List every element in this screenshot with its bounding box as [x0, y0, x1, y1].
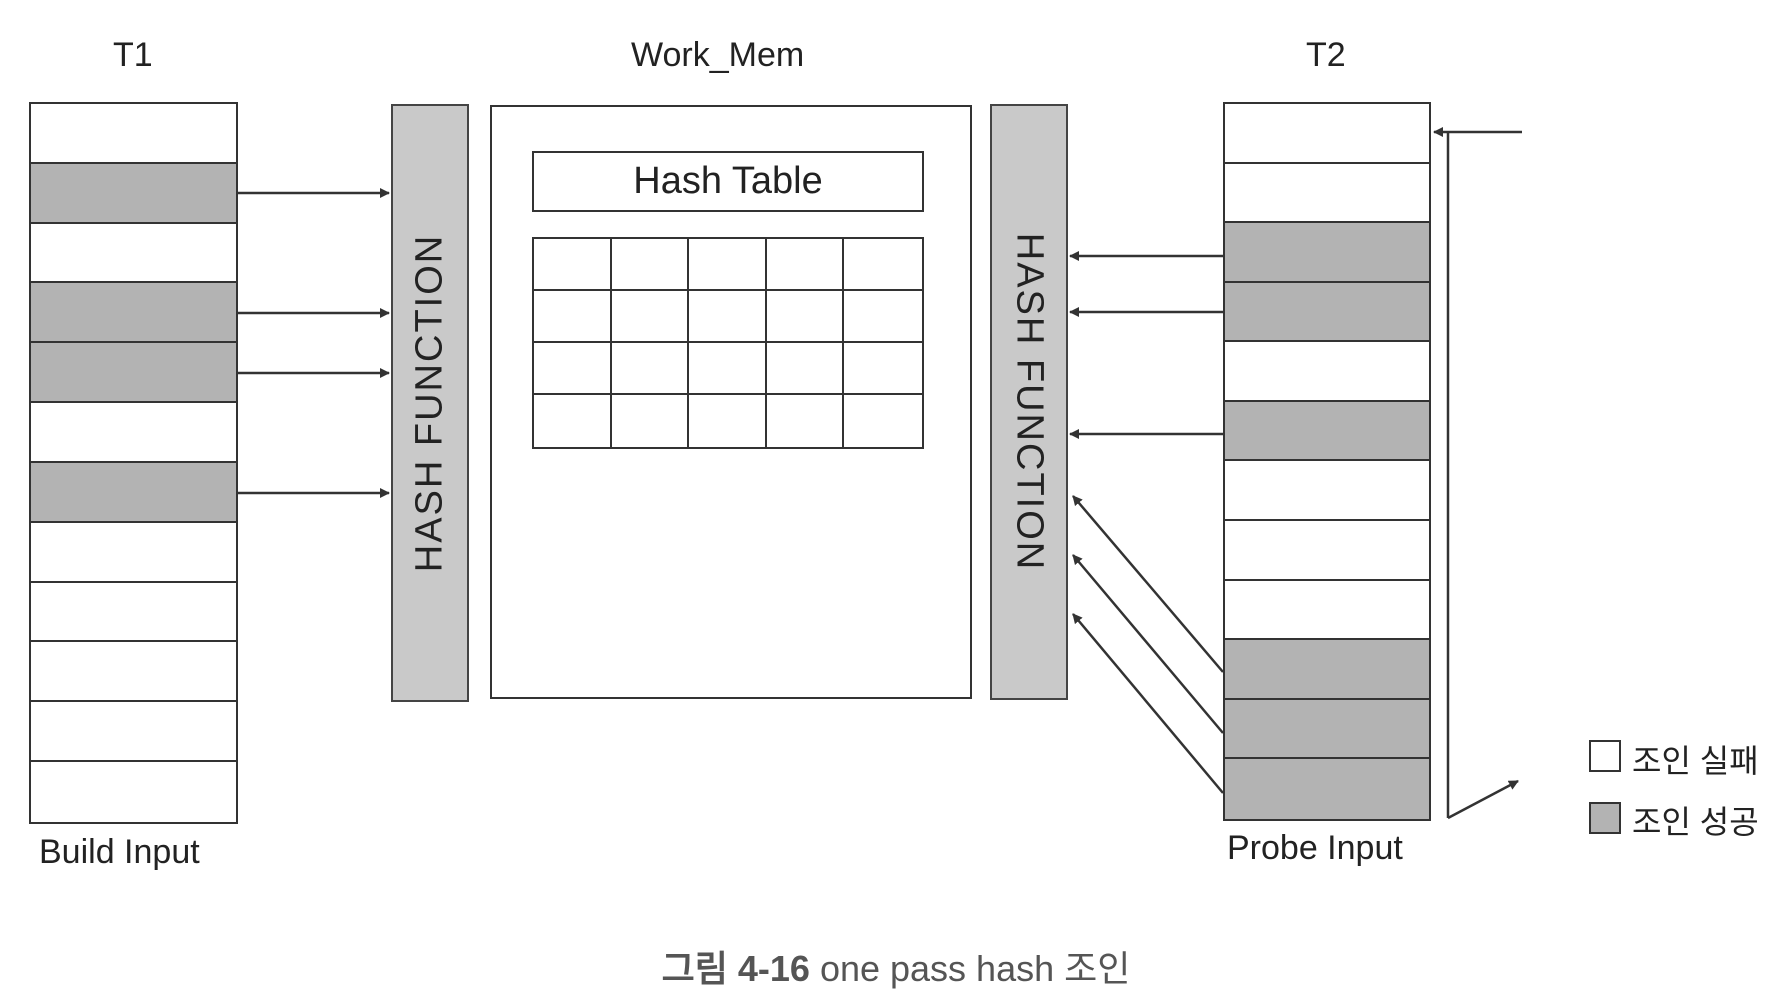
- hash-bucket-cell: [612, 395, 690, 447]
- t1-row-unjoined: [31, 702, 236, 763]
- build-input-label: Build Input: [39, 833, 200, 871]
- hash-bucket-cell: [766, 291, 845, 343]
- t2-title: T2: [1306, 36, 1346, 74]
- probe-arrow-5: [1072, 554, 1224, 734]
- t2-row-joined: [1225, 699, 1429, 760]
- hash-bucket-cell: [844, 239, 922, 291]
- t1-row-unjoined: [31, 523, 236, 583]
- t2-row-joined: [1225, 640, 1429, 700]
- hash-bucket-cell: [611, 291, 690, 343]
- legend-success-label: 조인 성공: [1632, 804, 1759, 840]
- t2-row-unjoined: [1225, 461, 1429, 522]
- hash-function-left: HASH FUNCTION: [391, 104, 469, 702]
- t1-row-joined: [31, 343, 236, 404]
- t2-row-unjoined: [1225, 342, 1429, 402]
- hash-bucket-cell: [766, 343, 845, 395]
- hash-bucket-cell: [689, 239, 767, 291]
- t2-probe-table: [1223, 102, 1431, 821]
- hash-bucket-cell: [766, 239, 845, 291]
- probe-arrow-6: [1072, 613, 1224, 794]
- t1-build-table: [29, 102, 238, 824]
- t1-row-unjoined: [31, 104, 236, 164]
- legend-success-swatch: [1589, 802, 1621, 834]
- probe-input-label: Probe Input: [1227, 829, 1403, 867]
- legend-fail-label: 조인 실패: [1632, 743, 1759, 779]
- hash-bucket-cell: [844, 343, 922, 395]
- t2-row-unjoined: [1225, 521, 1429, 581]
- hash-bucket-cell: [611, 343, 690, 395]
- t1-row-unjoined: [31, 642, 236, 703]
- caption-figure-number: 그림 4-16: [661, 948, 810, 989]
- t2-row-joined: [1225, 282, 1429, 343]
- t1-row-unjoined: [31, 224, 236, 284]
- t1-row-unjoined: [31, 583, 236, 643]
- t2-row-unjoined: [1225, 581, 1429, 641]
- work-mem-box: [490, 105, 972, 699]
- work-mem-title: Work_Mem: [631, 36, 805, 74]
- caption-text: one pass hash 조인: [809, 948, 1131, 989]
- hash-bucket-cell: [689, 291, 767, 343]
- legend-fail-swatch: [1589, 740, 1621, 772]
- t1-row-unjoined: [31, 403, 236, 463]
- hash-bucket-cell: [689, 395, 767, 447]
- hash-table-title: Hash Table: [532, 151, 924, 212]
- figure-caption: 그림 4-16 one pass hash 조인: [0, 940, 1792, 992]
- t2-row-unjoined: [1225, 164, 1429, 224]
- t1-title: T1: [113, 36, 153, 74]
- hash-bucket-cell: [767, 395, 845, 447]
- t1-row-joined: [31, 462, 236, 523]
- hash-bucket-cell: [534, 239, 612, 291]
- t2-row-joined: [1225, 401, 1429, 462]
- t2-row-unjoined: [1225, 104, 1429, 164]
- t2-row-joined: [1225, 759, 1429, 819]
- t1-row-joined: [31, 283, 236, 344]
- hash-bucket-cell: [844, 291, 922, 343]
- hash-bucket-cell: [534, 395, 612, 447]
- t2-row-joined: [1225, 223, 1429, 283]
- hash-bucket-cell: [611, 239, 690, 291]
- probe-loop-arrow: [1447, 779, 1519, 820]
- hash-table-grid: [532, 237, 924, 449]
- hash-bucket-cell: [534, 291, 612, 343]
- t1-row-joined: [31, 163, 236, 224]
- probe-arrow-4: [1072, 495, 1224, 673]
- hash-function-right: HASH FUNCTION: [990, 104, 1068, 700]
- hash-bucket-cell: [534, 343, 612, 395]
- hash-bucket-cell: [689, 343, 767, 395]
